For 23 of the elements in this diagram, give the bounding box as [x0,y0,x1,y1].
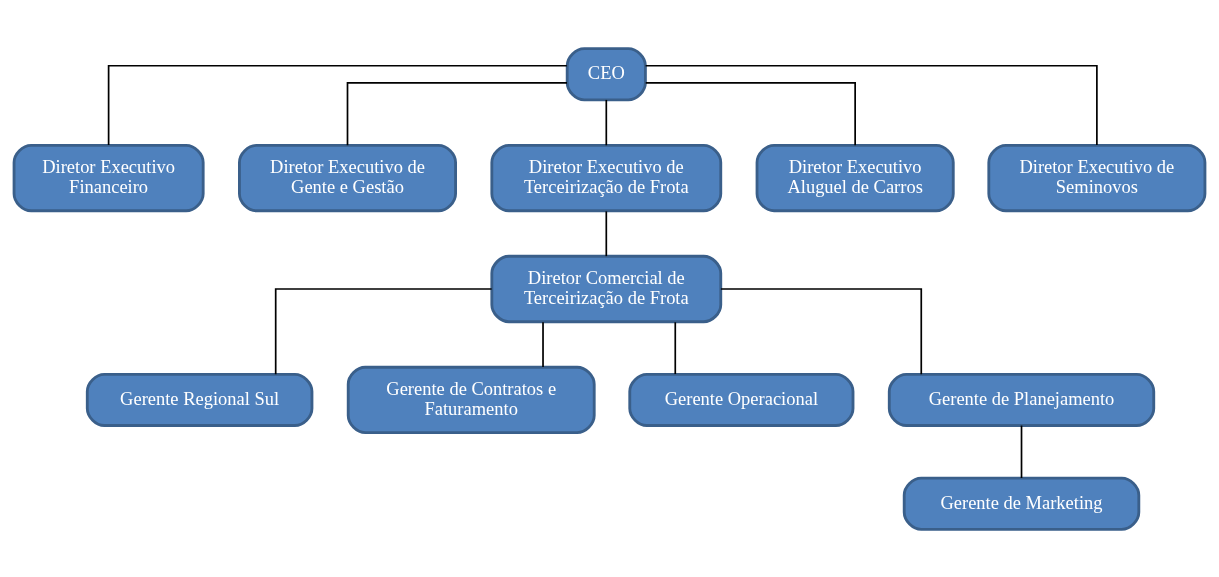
connector [720,287,923,375]
node-box: Gerente de Contratos e Faturamento [346,365,596,434]
node-box: Gerente de Marketing [902,476,1141,531]
connector [644,64,1098,146]
node-box: Diretor Comercial de Terceirização de Frota [490,254,723,323]
node-box: Gerente de Planejamento [887,372,1156,427]
node-box: Diretor Executivo de Seminovos [987,143,1207,212]
connector [346,81,568,146]
connector [605,210,608,257]
connector [644,81,856,146]
node-box: Diretor Executivo Financeiro [12,143,205,212]
node-box: Gerente Regional Sul [85,372,314,427]
connector [542,320,544,368]
node-box: Diretor Executivo de Gente e Gestão [238,143,457,212]
node-box: Diretor Executivo de Terceirização de Frota [490,143,723,212]
node-box: CEO [565,46,647,101]
node-box: Diretor Executivo Aluguel de Carros [755,143,955,212]
connector [107,64,568,146]
connector [274,287,493,375]
connector [1020,424,1023,479]
connector [605,98,608,146]
connector [674,320,677,375]
node-box: Gerente Operacional [628,372,855,427]
